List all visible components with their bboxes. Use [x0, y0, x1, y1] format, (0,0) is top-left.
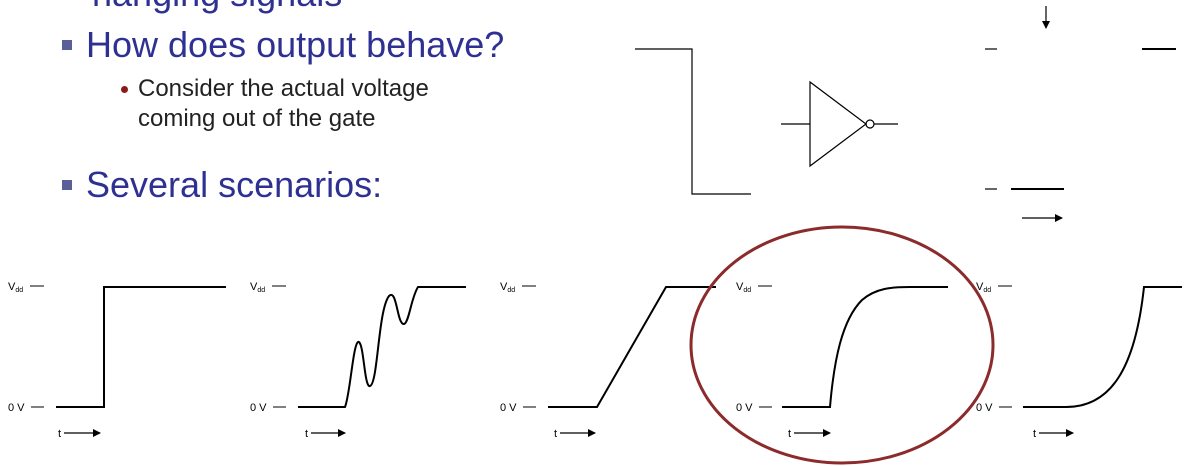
- zero-volt-label: 0 V: [736, 402, 753, 414]
- signal-trace: [548, 286, 716, 408]
- inverter-bubble-icon: [865, 119, 875, 129]
- waveform-exponential-rise: Vdd 0 V t: [976, 281, 1182, 440]
- time-label: t: [58, 428, 61, 440]
- heading-fragment: hanging signals: [92, 0, 342, 14]
- zero-volt-label: 0 V: [500, 402, 517, 414]
- signal-trace: [782, 286, 948, 408]
- sub-bullet-line-2: coming out of the gate: [138, 105, 376, 132]
- time-label: t: [1033, 428, 1036, 440]
- zero-volt-label: 0 V: [976, 402, 993, 414]
- waveform-ringing: Vdd 0 V t: [250, 281, 466, 440]
- inverter-triangle-icon: [809, 80, 867, 168]
- time-label: t: [554, 428, 557, 440]
- bullet-output-behavior: How does output behave?: [86, 24, 505, 65]
- time-label: t: [788, 428, 791, 440]
- bullet-square-icon: [62, 180, 72, 190]
- signal-trace: [1023, 286, 1182, 408]
- signal-trace: [298, 286, 466, 408]
- vdd-label: Vdd: [736, 281, 751, 294]
- input-step-waveform: [635, 48, 751, 195]
- highlight-circle: [689, 225, 995, 465]
- inverter-diagram: [635, 6, 1176, 222]
- vdd-label: Vdd: [8, 281, 23, 294]
- sub-bullet-line-1: Consider the actual voltage: [138, 75, 429, 102]
- vdd-label: Vdd: [500, 281, 515, 294]
- waveform-rc-charge: Vdd 0 V t: [736, 281, 948, 440]
- zero-volt-label: 0 V: [8, 402, 25, 414]
- waveform-linear-ramp: Vdd 0 V t: [500, 281, 716, 440]
- waveform-ideal-step: Vdd 0 V t: [8, 281, 226, 440]
- vdd-label: Vdd: [976, 281, 991, 294]
- zero-volt-label: 0 V: [250, 402, 267, 414]
- time-label: t: [305, 428, 308, 440]
- signal-trace: [56, 286, 226, 408]
- vdd-label: Vdd: [250, 281, 265, 294]
- bullet-square-icon: [62, 40, 72, 50]
- bullet-several-scenarios: Several scenarios:: [86, 164, 383, 205]
- sub-bullet-dot-icon: [121, 86, 128, 93]
